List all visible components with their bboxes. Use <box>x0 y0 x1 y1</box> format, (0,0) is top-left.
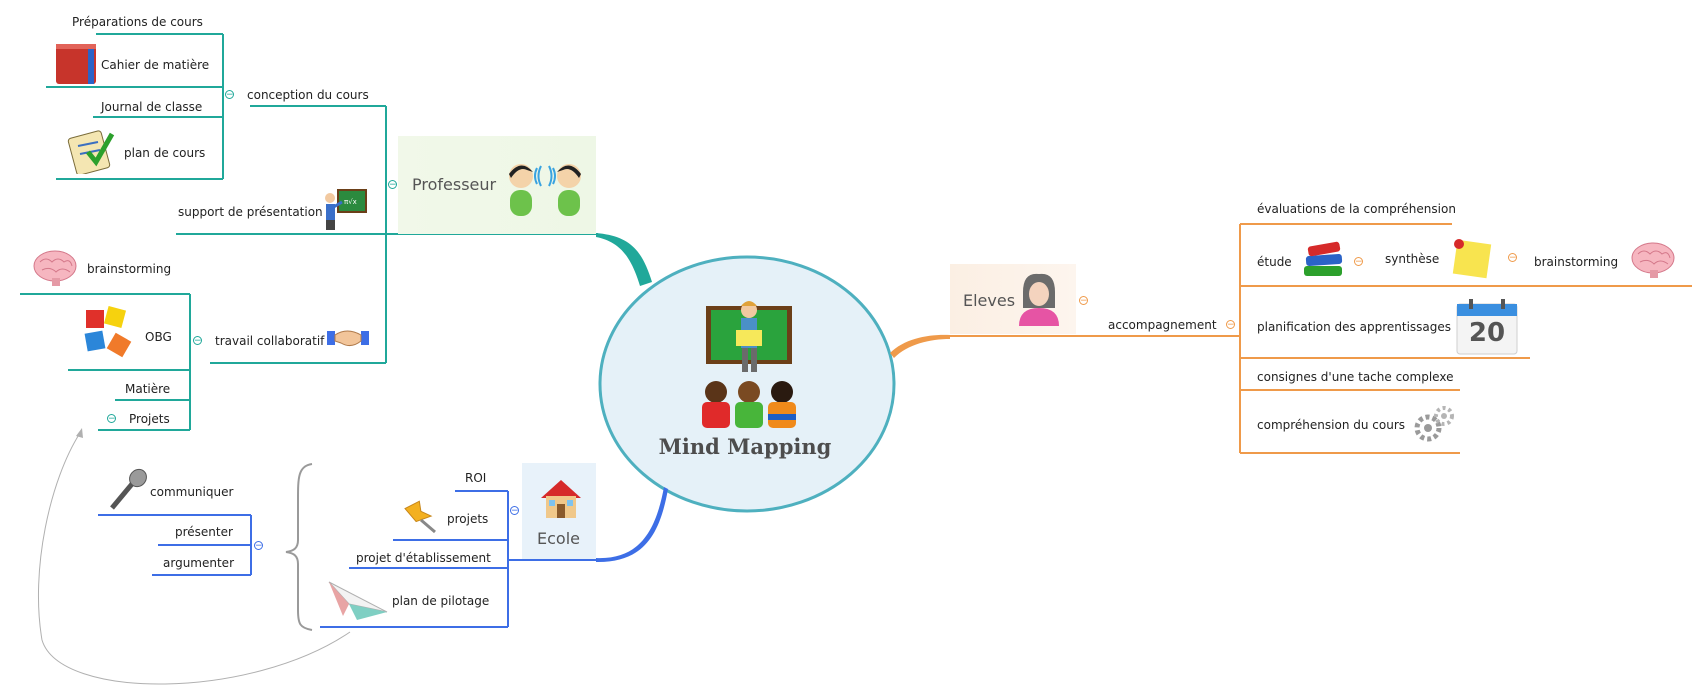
books-icon <box>1300 238 1346 287</box>
item-brainstorming-prof[interactable]: brainstorming <box>87 262 172 276</box>
item-consignes[interactable]: consignes d'une tache complexe <box>1257 370 1454 384</box>
item-comprehension[interactable]: compréhension du cours <box>1257 418 1406 432</box>
item-cahier[interactable]: Cahier de matière <box>101 58 210 72</box>
item-matiere[interactable]: Matière <box>125 382 171 396</box>
travail-label[interactable]: travail collaboratif <box>215 334 325 348</box>
collapse-professeur[interactable]: − <box>388 180 397 190</box>
collapse-etude[interactable]: − <box>1354 257 1363 267</box>
pushpin-icon <box>401 498 441 541</box>
person-icon <box>1015 272 1063 333</box>
item-argumenter[interactable]: argumenter <box>163 556 234 570</box>
brain-icon <box>32 248 78 293</box>
people-talk-icon <box>505 160 585 225</box>
item-presenter[interactable]: présenter <box>175 525 233 539</box>
support-label[interactable]: support de présentation <box>178 205 323 219</box>
brace <box>285 463 313 631</box>
collapse-eleves[interactable]: − <box>1079 296 1088 306</box>
item-communiquer[interactable]: communiquer <box>150 485 234 499</box>
collapse-projets[interactable]: − <box>107 414 116 424</box>
accompagnement-label[interactable]: accompagnement <box>1108 318 1217 332</box>
collapse-travail[interactable]: − <box>193 336 202 346</box>
brain-icon <box>1630 240 1676 285</box>
checklist-icon <box>66 128 116 179</box>
classroom-icon <box>692 296 806 432</box>
teacher-board-icon: π√x <box>320 186 368 239</box>
puzzle-icon <box>82 305 138 367</box>
item-planification[interactable]: planification des apprentissages <box>1257 320 1452 334</box>
item-projets-ecole[interactable]: projets <box>447 512 489 526</box>
collapse-side-group[interactable]: − <box>254 541 263 551</box>
item-etude[interactable]: étude <box>1257 255 1292 269</box>
handshake-icon <box>327 325 369 356</box>
collapse-conception[interactable]: − <box>225 90 234 100</box>
connector-ecole <box>596 487 668 563</box>
collapse-ecole[interactable]: − <box>510 506 519 516</box>
gears-icon <box>1412 404 1456 449</box>
item-projet-etablissement[interactable]: projet d'établissement <box>356 551 491 565</box>
item-projets-prof[interactable]: Projets <box>129 412 170 426</box>
item-brainstorming-eleves[interactable]: brainstorming <box>1534 255 1619 269</box>
item-obg[interactable]: OBG <box>145 330 172 344</box>
professeur-title[interactable]: Professeur <box>412 175 497 194</box>
paper-plane-icon <box>327 576 389 629</box>
center-title[interactable]: Mind Mapping <box>658 434 832 459</box>
collapse-accompagnement[interactable]: − <box>1226 320 1235 330</box>
connector-eleves <box>890 334 950 358</box>
eleves-title[interactable]: Eleves <box>963 291 1016 310</box>
svg-text:π√x: π√x <box>344 198 357 206</box>
house-icon <box>537 476 585 525</box>
item-journal[interactable]: Journal de classe <box>101 100 203 114</box>
item-plan-cours[interactable]: plan de cours <box>124 146 206 160</box>
collapse-synthese[interactable]: − <box>1508 253 1517 263</box>
item-plan-pilotage[interactable]: plan de pilotage <box>392 594 490 608</box>
microphone-icon <box>106 468 150 517</box>
calendar-icon: 20 <box>1455 298 1519 356</box>
relationship-arrow <box>37 432 351 685</box>
item-synthese[interactable]: synthèse <box>1385 252 1440 266</box>
ecole-title[interactable]: Ecole <box>537 529 580 548</box>
book-icon <box>54 42 100 91</box>
calendar-day: 20 <box>1468 318 1506 348</box>
item-preparations[interactable]: Préparations de cours <box>72 15 203 29</box>
item-roi[interactable]: ROI <box>465 471 487 485</box>
connector-professeur <box>596 233 652 286</box>
sticky-note-icon <box>1447 236 1493 285</box>
conception-label[interactable]: conception du cours <box>247 88 369 102</box>
item-evaluations[interactable]: évaluations de la compréhension <box>1257 202 1456 216</box>
